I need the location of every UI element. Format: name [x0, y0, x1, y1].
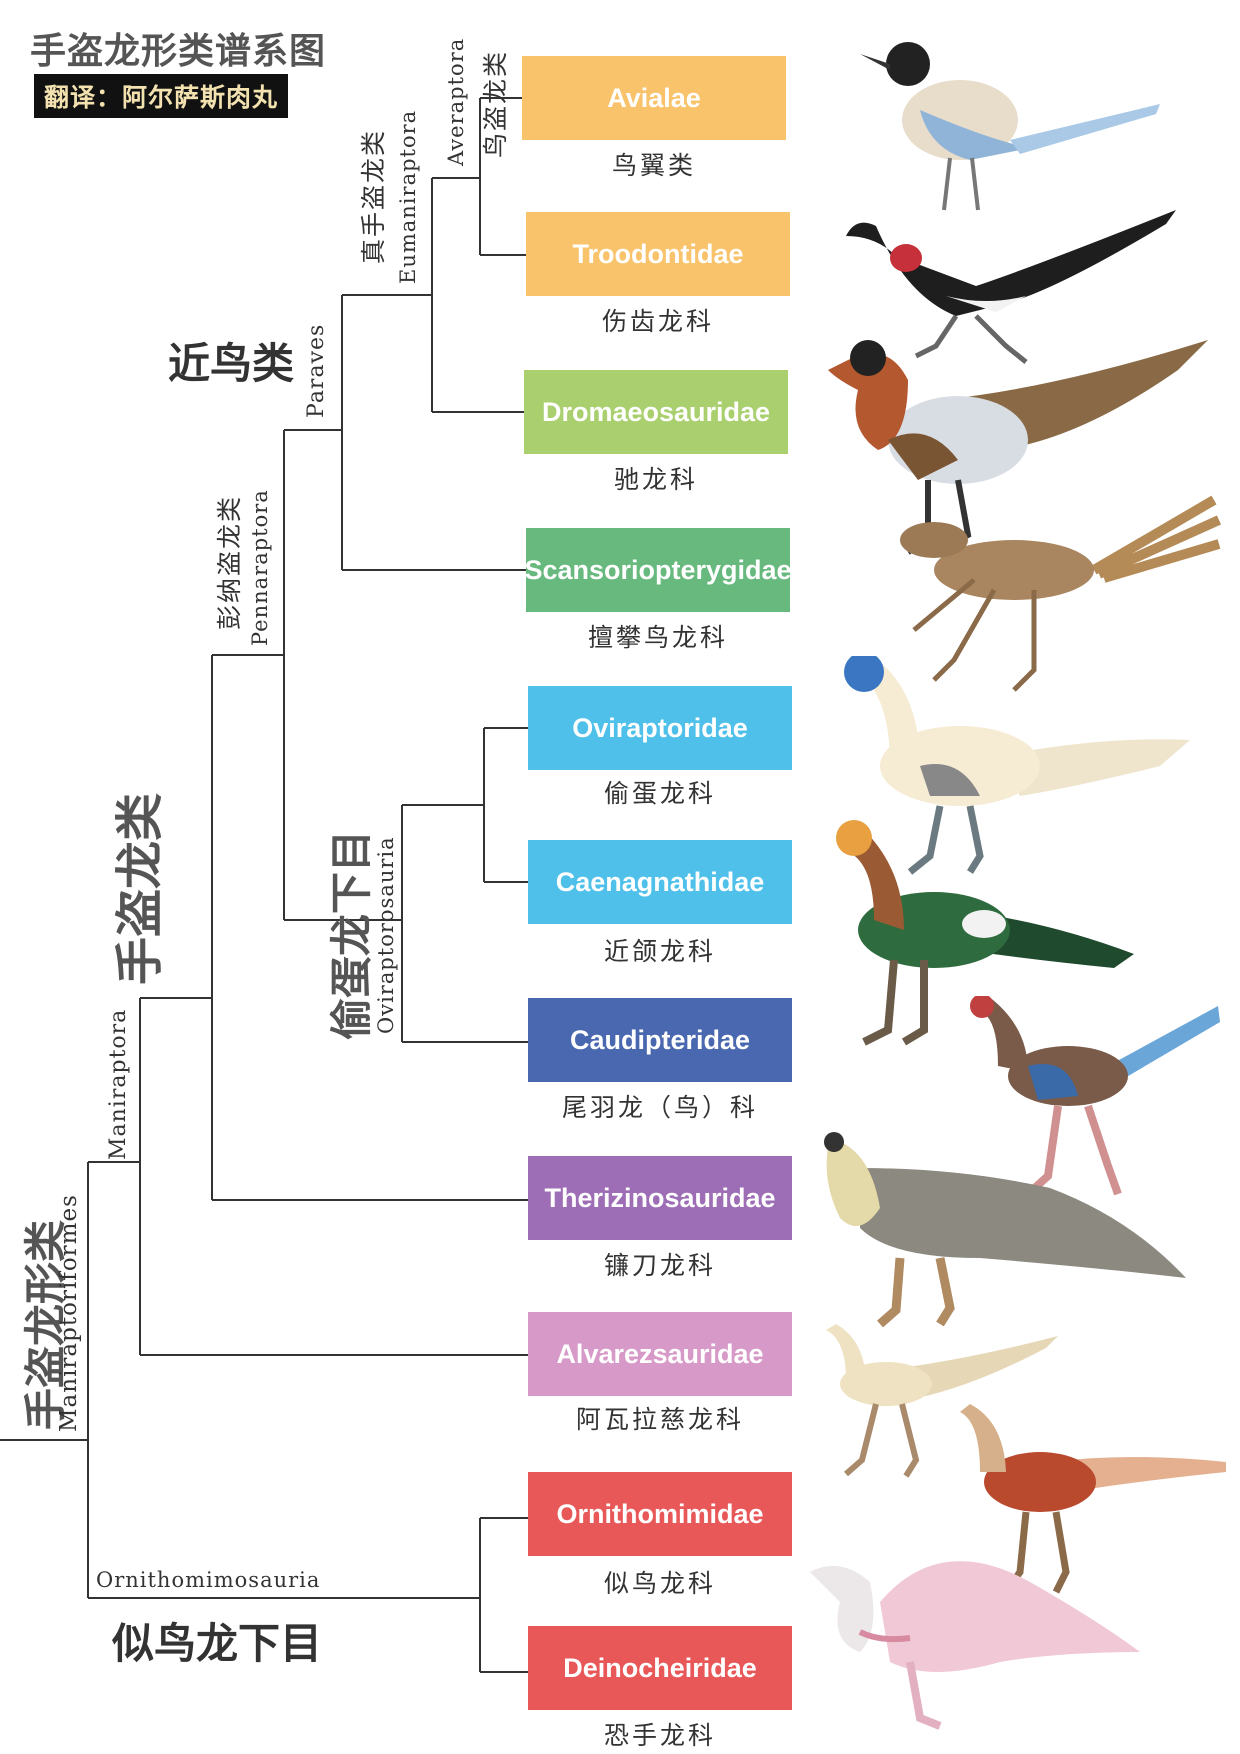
paraves-cn-label: 近鸟类 — [168, 339, 295, 388]
family-cn-deinocheiridae: 恐手龙科 — [603, 1721, 716, 1750]
translator-credit: 翻译：阿尔萨斯肉丸 — [34, 74, 289, 118]
ornithomimosauria-cn-label: 似鸟龙下目 — [112, 1619, 323, 1668]
maniraptoriformes-latin-label: Maniraptoriformes — [56, 1194, 82, 1432]
family-cn-alvarezsauridae: 阿瓦拉慈龙科 — [575, 1405, 744, 1434]
pennaraptora-latin-label: Pennaraptora — [248, 489, 272, 646]
dromaeosaur-icon — [828, 340, 1208, 555]
family-box-scansoriopterygidae: Scansoriopterygidae — [524, 528, 792, 612]
family-box-deinocheiridae: Deinocheiridae — [528, 1626, 792, 1710]
eumaniraptora-cn-label: 真手盗龙类 — [359, 128, 388, 264]
family-box-oviraptoridae: Oviraptoridae — [528, 686, 792, 770]
alvarezsaur-icon — [826, 1324, 1058, 1478]
family-cn-scansoriopterygidae: 擅攀鸟龙科 — [587, 623, 728, 652]
family-box-troodontidae: Troodontidae — [526, 212, 790, 296]
figure-title: 手盗龙形类谱系图 — [30, 31, 327, 72]
caenagnathid-icon — [836, 820, 1134, 1046]
family-box-caudipteridae: Caudipteridae — [528, 998, 792, 1082]
family-box-ornithomimidae: Ornithomimidae — [528, 1472, 792, 1556]
troodontid-icon — [846, 210, 1176, 364]
averaptora-latin-label: Averaptora — [444, 37, 468, 166]
oviraptorid-icon — [844, 656, 1190, 875]
maniraptora-latin-label: Maniraptora — [106, 1008, 131, 1160]
deinocheirus-icon — [810, 1561, 1140, 1730]
therizinosaur-icon — [824, 1132, 1186, 1328]
family-cn-troodontidae: 伤齿龙科 — [601, 307, 714, 336]
oviraptorosauria-latin-label: Oviraptorosauria — [374, 836, 398, 1034]
family-box-caenagnathidae: Caenagnathidae — [528, 840, 792, 924]
eumaniraptora-latin-label: Eumaniraptora — [396, 109, 420, 284]
root-branch — [0, 1162, 89, 1598]
family-cn-therizinosauridae: 镰刀龙科 — [603, 1251, 716, 1280]
ornithomimosauria-latin-label: Ornithomimosauria — [96, 1568, 321, 1592]
family-box-dromaeosauridae: Dromaeosauridae — [524, 370, 788, 454]
magpie-bird-icon — [860, 42, 1160, 211]
family-cn-oviraptoridae: 偷蛋龙科 — [603, 779, 716, 808]
family-box-alvarezsauridae: Alvarezsauridae — [528, 1312, 792, 1396]
family-cn-avialae: 鸟翼类 — [611, 151, 696, 180]
pennaraptora-cn-label: 彭纳盗龙类 — [215, 494, 244, 630]
ornithomimid-icon — [960, 1404, 1226, 1595]
maniraptora-cn-label: 手盗龙类 — [112, 792, 168, 985]
scansoriopterygid-icon — [900, 495, 1222, 692]
caudipteryx-icon — [970, 996, 1220, 1197]
family-box-therizinosauridae: Therizinosauridae — [528, 1156, 792, 1240]
family-cn-dromaeosauridae: 驰龙科 — [613, 465, 698, 494]
family-cn-ornithomimidae: 似鸟龙科 — [603, 1569, 716, 1598]
family-cn-caudipteridae: 尾羽龙（鸟）科 — [561, 1093, 758, 1122]
paraves-latin-label: Paraves — [304, 323, 329, 418]
family-box-avialae: Avialae — [522, 56, 786, 140]
family-cn-caenagnathidae: 近颌龙科 — [603, 937, 716, 966]
oviraptorosauria-cn-label: 偷蛋龙下目 — [327, 829, 376, 1040]
averaptora-cn-label: 鸟盗龙类 — [481, 49, 510, 158]
